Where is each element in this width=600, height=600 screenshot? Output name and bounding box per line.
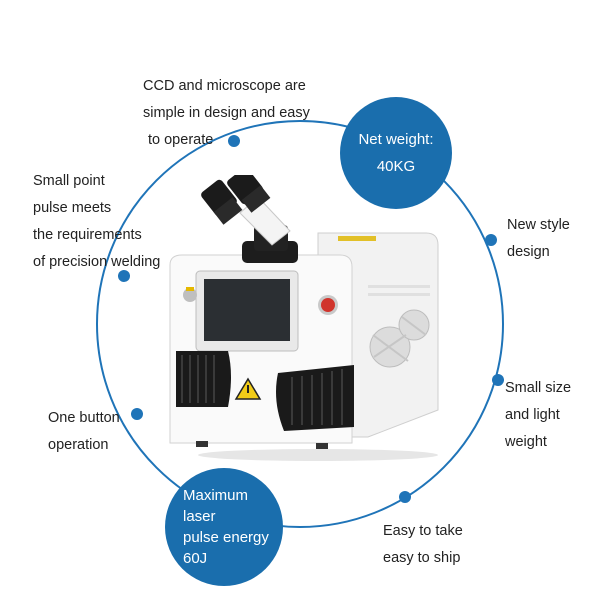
feature-label-small-size-line-2: and light [505, 407, 560, 423]
net-weight-bubble: Net weight: 40KG [340, 97, 452, 209]
feature-label-small-point-line-2: pulse meets [33, 200, 112, 216]
feature-label-easy-take: Easy to take easy to ship [383, 518, 463, 572]
feature-label-small-point-line-3: the requirements [33, 227, 142, 243]
feature-circle [96, 120, 504, 528]
laser-energy-bubble: Maximum laser pulse energy 60J [165, 468, 283, 586]
feature-label-small-size: Small size and light weight [505, 375, 571, 456]
feature-label-small-size-line-1: Small size [505, 380, 572, 396]
feature-label-one-button-line-1: One button [48, 410, 120, 426]
laser-energy-line-3: 60J [183, 550, 208, 567]
feature-label-easy-take-line-1: Easy to take [383, 523, 463, 539]
feature-label-small-point: Small point pulse meets the requirements… [33, 168, 160, 276]
net-weight-title: Net weight: [358, 131, 434, 148]
feature-dot-new-style [485, 234, 497, 246]
feature-label-new-style-line-2: design [507, 244, 550, 260]
feature-dot-small-size [492, 374, 504, 386]
laser-welding-machine-image [169, 175, 439, 461]
feature-label-ccd-line-3: to operate [148, 132, 214, 148]
feature-dot-one-button [131, 408, 143, 420]
feature-dot-small-point [118, 270, 130, 282]
feature-label-small-point-line-4: of precision welding [33, 254, 161, 270]
feature-label-ccd: CCD and microscope are simple in design … [143, 73, 310, 154]
laser-energy-line-2: pulse energy [183, 529, 269, 546]
feature-dot-ccd [228, 135, 240, 147]
feature-label-new-style: New style design [507, 212, 570, 266]
feature-label-ccd-line-1: CCD and microscope are [143, 78, 306, 94]
feature-label-small-point-line-1: Small point [33, 173, 105, 189]
feature-label-easy-take-line-2: easy to ship [383, 550, 461, 566]
laser-energy-line-1: Maximum laser [183, 487, 249, 525]
feature-label-small-size-line-3: weight [505, 434, 547, 450]
feature-label-one-button: One button operation [48, 405, 120, 459]
net-weight-value: 40KG [376, 158, 416, 175]
feature-label-one-button-line-2: operation [48, 437, 109, 453]
feature-label-new-style-line-1: New style [507, 217, 570, 233]
feature-dot-easy-take [399, 491, 411, 503]
feature-label-ccd-line-2: simple in design and easy [143, 105, 310, 121]
